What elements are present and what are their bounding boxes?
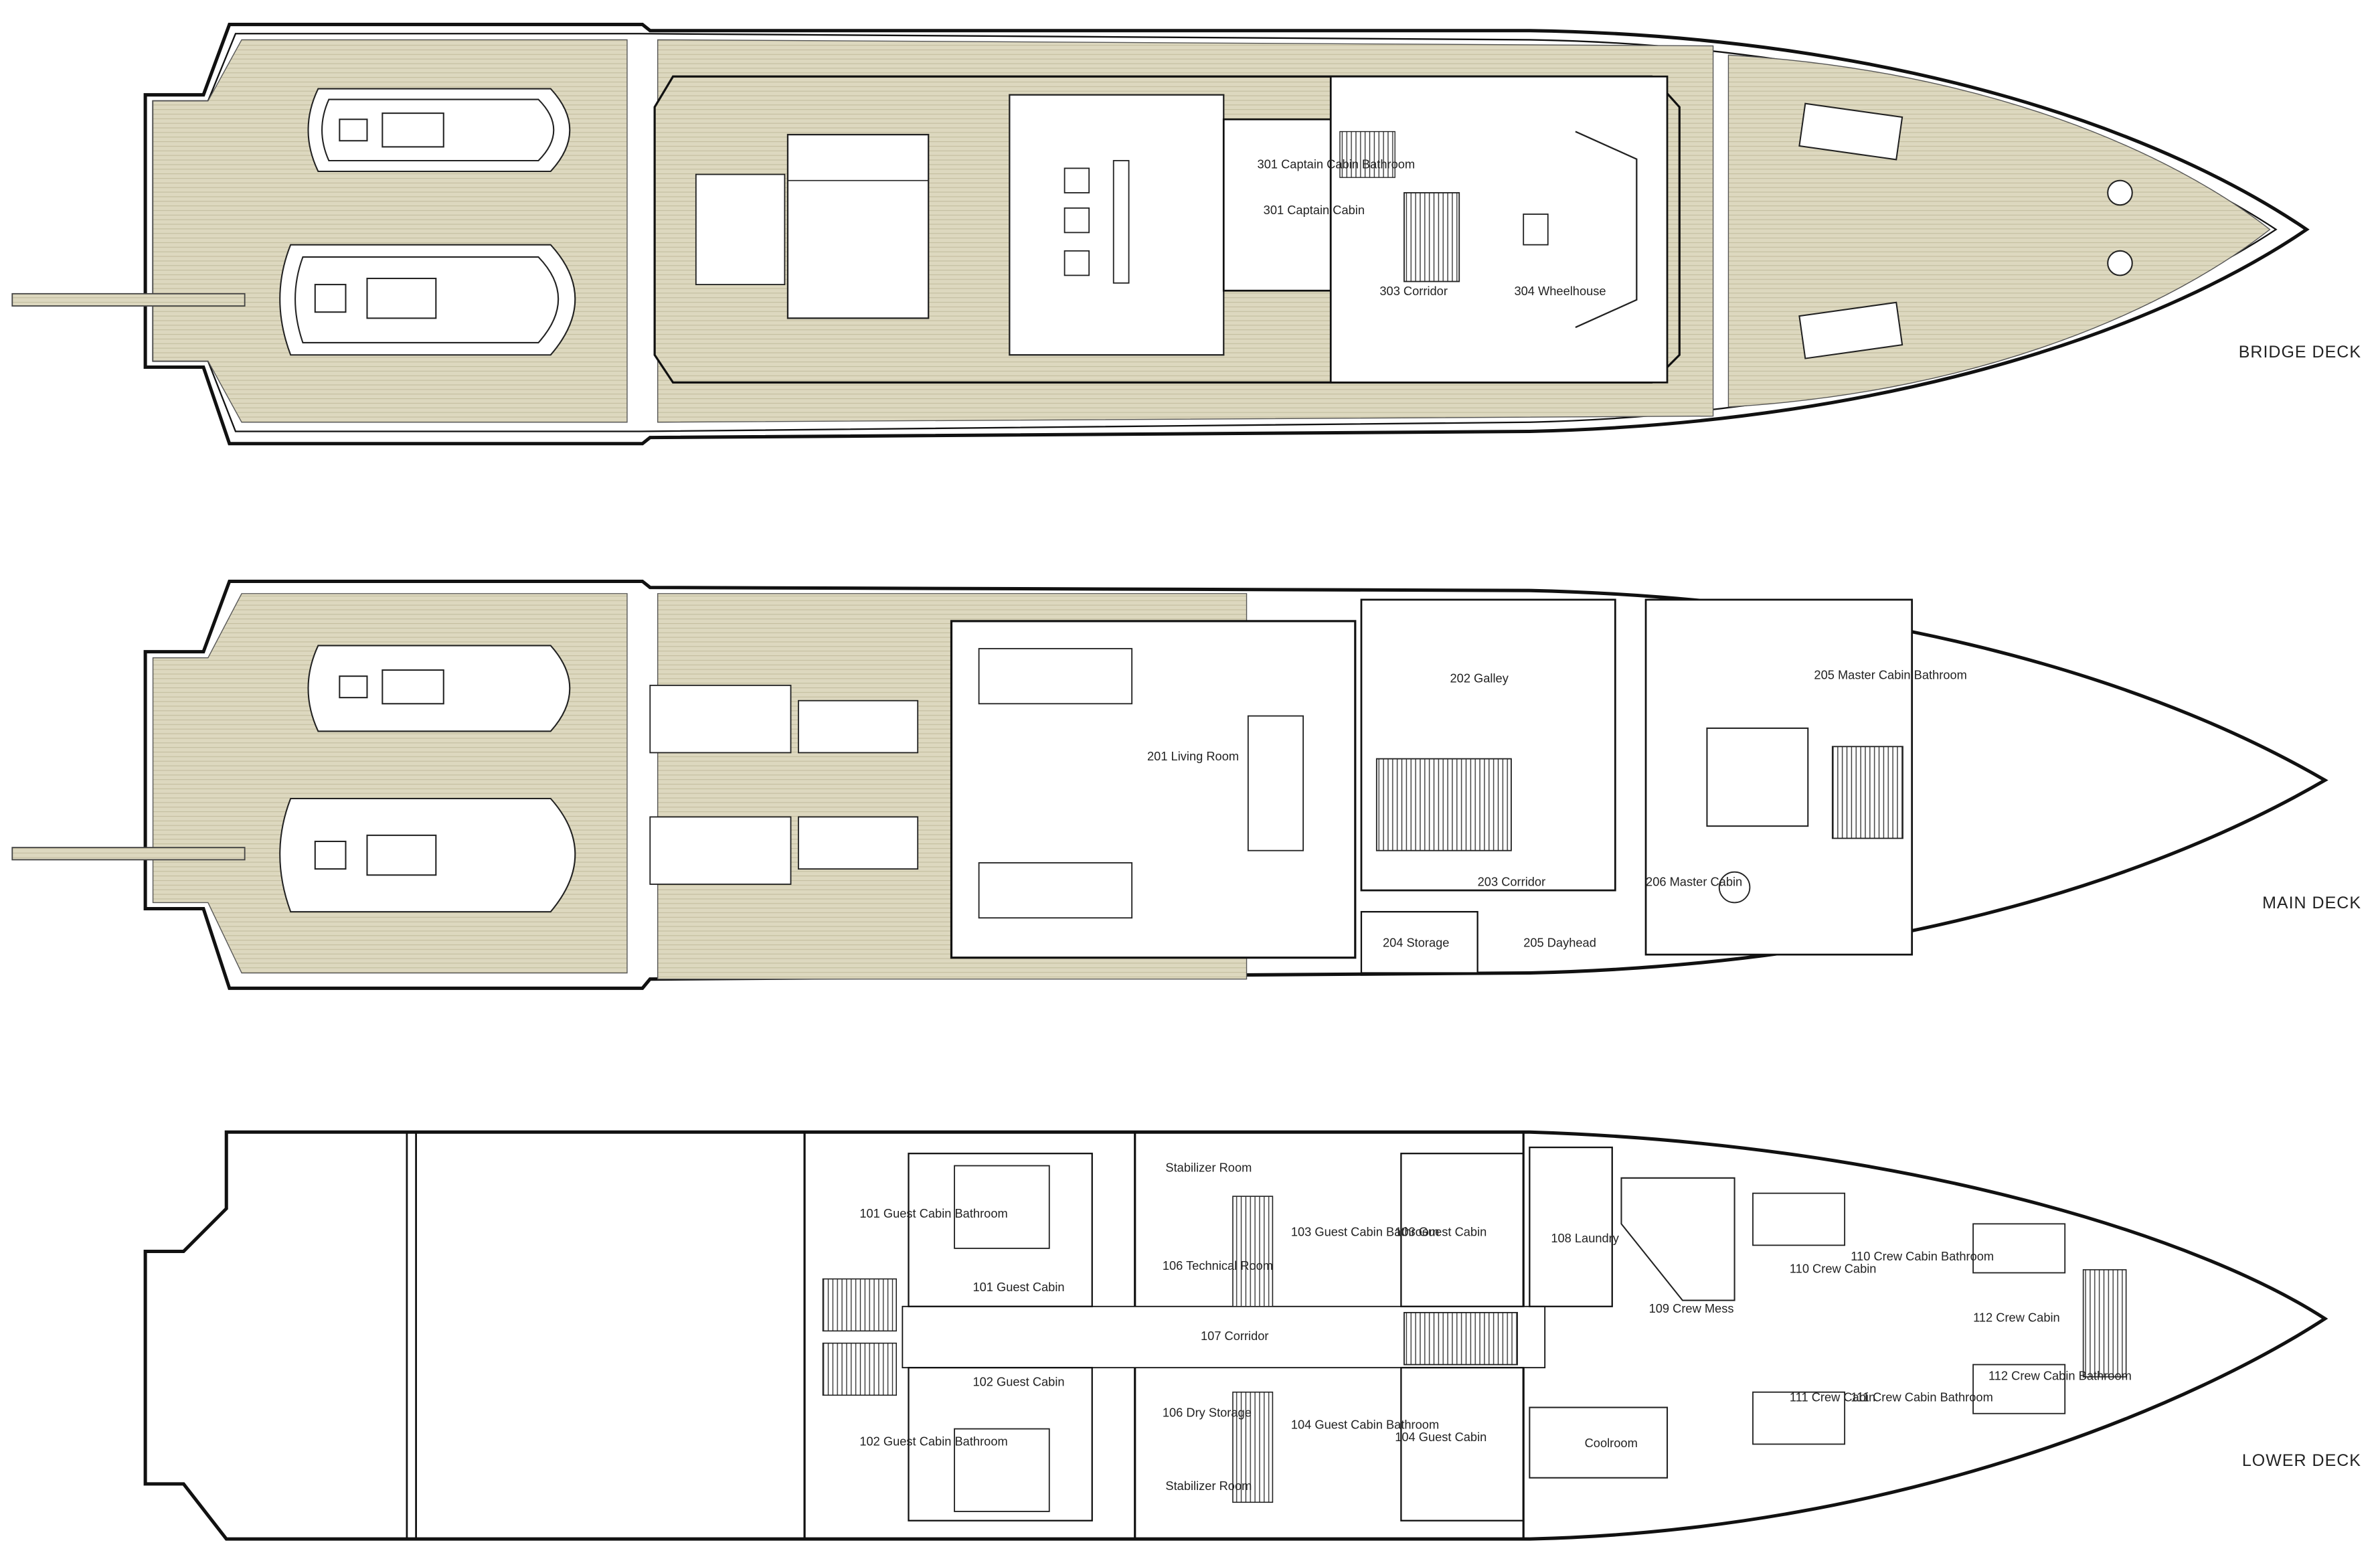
- room-103-bath: 103 Guest Cabin Bathroom: [1291, 1225, 1439, 1239]
- room-103: 103 Guest Cabin: [1395, 1225, 1486, 1239]
- room-112-bath: 112 Crew Cabin Bathroom: [1988, 1368, 2132, 1382]
- room-laundry: 108 Laundry: [1551, 1231, 1619, 1245]
- room-110-bath: 110 Crew Cabin Bathroom: [1851, 1249, 1994, 1263]
- room-wheelhouse: 304 Wheelhouse: [1514, 284, 1606, 298]
- bridge-sunbed-large: [786, 133, 930, 319]
- bridge-deck-label: BRIDGE DECK: [2238, 343, 2361, 361]
- bridge-tender-top: [307, 88, 571, 172]
- room-captain-cabin: 301 Captain Cabin: [1264, 203, 1365, 217]
- main-passerelle: [11, 847, 246, 861]
- room-dry-storage: 106 Dry Storage: [1163, 1405, 1252, 1419]
- room-lower-corridor: 107 Corridor: [1201, 1329, 1269, 1343]
- room-dayhead: 205 Dayhead: [1523, 936, 1596, 950]
- bridge-deck: 301 Captain Cabin Bathroom 301 Captain C…: [11, 23, 2310, 446]
- bridge-stair: [1404, 192, 1460, 282]
- bridge-passerelle: [11, 293, 246, 307]
- room-111: 111 Crew Cabin: [1790, 1390, 1875, 1404]
- bridge-tender-bottom: [279, 244, 576, 356]
- room-101-bath: 101 Guest Cabin Bathroom: [859, 1206, 1007, 1220]
- room-104: 104 Guest Cabin: [1395, 1430, 1486, 1444]
- room-master: 206 Master Cabin: [1646, 874, 1742, 888]
- room-101: 101 Guest Cabin: [972, 1280, 1064, 1294]
- room-captain-bath: 301 Captain Cabin Bathroom: [1258, 157, 1416, 171]
- main-tender-bottom: [279, 797, 576, 913]
- room-110: 110 Crew Cabin: [1790, 1261, 1877, 1275]
- room-galley: 202 Galley: [1450, 671, 1509, 685]
- bridge-sunpad: [695, 173, 786, 286]
- bridge-captain-area: [1222, 118, 1332, 292]
- room-technical: 106 Technical Room: [1163, 1258, 1273, 1272]
- room-main-corridor: 203 Corridor: [1478, 874, 1546, 888]
- main-deck-label: MAIN DECK: [2262, 894, 2361, 912]
- room-storage: 204 Storage: [1383, 936, 1450, 950]
- room-stabilizer-bottom: Stabilizer Room: [1165, 1479, 1252, 1493]
- main-deck: 201 Living Room 202 Galley 204 Storage 2…: [11, 579, 2328, 990]
- bridge-wheelhouse-area: [1329, 75, 1669, 384]
- lower-deck: 101 Guest Cabin Bathroom 101 Guest Cabin…: [143, 1130, 2328, 1541]
- lower-stair: [1404, 1311, 1518, 1366]
- main-tender-top: [307, 645, 571, 732]
- room-102: 102 Guest Cabin: [972, 1375, 1064, 1389]
- bridge-bow-lounger-bottom: [1798, 301, 1903, 359]
- room-stabilizer-top: Stabilizer Room: [1165, 1161, 1252, 1175]
- room-coolroom: Coolroom: [1585, 1436, 1638, 1450]
- room-111-bath: 111 Crew Cabin Bathroom: [1851, 1390, 1993, 1404]
- room-112: 112 Crew Cabin: [1973, 1311, 2060, 1325]
- main-stair: [1375, 758, 1512, 851]
- room-104-bath: 104 Guest Cabin Bathroom: [1291, 1418, 1439, 1432]
- room-living: 201 Living Room: [1147, 749, 1239, 763]
- lower-deck-label: LOWER DECK: [2241, 1451, 2361, 1470]
- room-crew-mess: 109 Crew Mess: [1649, 1301, 1734, 1315]
- room-102-bath: 102 Guest Cabin Bathroom: [859, 1434, 1007, 1449]
- room-master-bath: 205 Master Cabin Bathroom: [1814, 668, 1966, 682]
- main-storage: [1360, 910, 1478, 974]
- room-bridge-corridor: 303 Corridor: [1379, 284, 1448, 298]
- bridge-bow-lounger-top: [1798, 102, 1903, 161]
